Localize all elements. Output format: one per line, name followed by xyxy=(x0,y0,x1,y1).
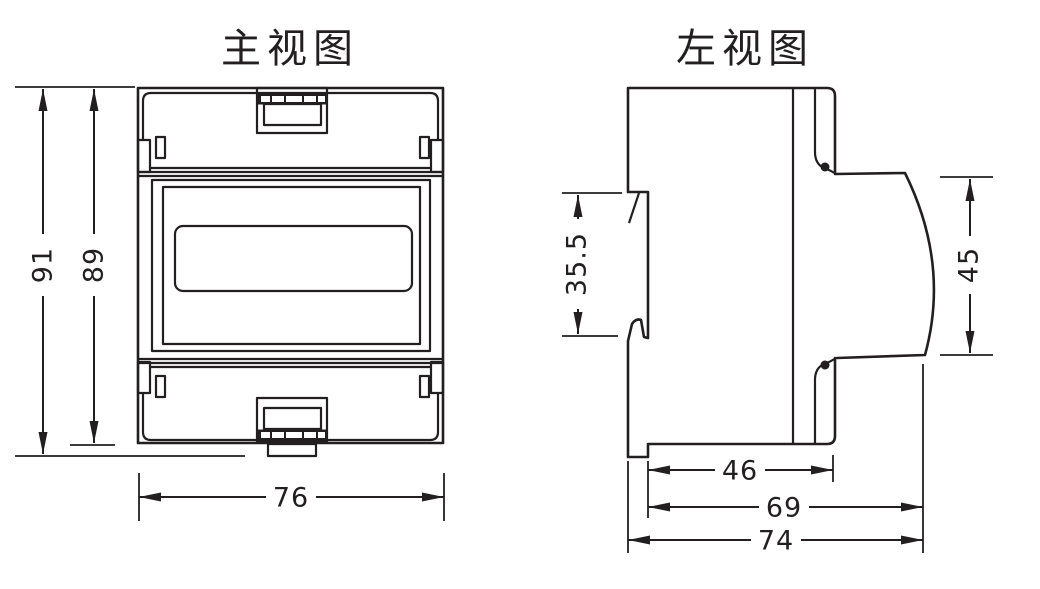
left-bottom-cover-hook xyxy=(813,358,835,444)
dim-label-cover-depth: 46 xyxy=(722,456,758,487)
left-view-drawing xyxy=(626,86,936,459)
top-seal-screw-dot xyxy=(820,162,830,172)
front-side-step xyxy=(136,138,152,174)
dim-label-rail-notch: 35.5 xyxy=(562,232,593,296)
text-mask xyxy=(81,234,107,296)
left-body-outline xyxy=(626,86,936,459)
front-top-latch xyxy=(255,86,329,135)
front-side-step xyxy=(136,360,152,395)
dim-label-width: 76 xyxy=(273,483,309,514)
front-seal-slot xyxy=(418,135,431,160)
dim-label-body-height: 89 xyxy=(79,247,110,283)
latch-rib-cell xyxy=(261,432,270,438)
latch-rib-cell xyxy=(318,432,325,438)
bottom-seal-screw-dot xyxy=(820,360,830,370)
text-mask xyxy=(564,219,591,309)
lcd-window xyxy=(173,224,414,293)
text-mask xyxy=(266,485,316,510)
front-view-title: 主视图 xyxy=(221,26,359,72)
front-bottom-tab xyxy=(266,442,318,458)
front-seal-slot xyxy=(154,135,167,160)
front-side-step xyxy=(429,360,445,395)
left-view-title: 左视图 xyxy=(676,26,814,72)
dim-label-body-depth: 69 xyxy=(766,493,802,524)
front-face-frame-inner xyxy=(161,185,422,346)
front-seal-slot xyxy=(154,374,167,399)
latch-rib-cell xyxy=(304,96,316,102)
front-seal-slot xyxy=(418,374,431,399)
text-mask xyxy=(759,495,809,520)
front-top-latch-window xyxy=(262,102,323,127)
latch-rib-cell xyxy=(272,96,284,102)
text-mask xyxy=(715,458,765,483)
latch-rib-cell xyxy=(272,432,284,438)
latch-rib-cell xyxy=(304,432,316,438)
text-mask xyxy=(30,234,56,296)
dimension-lines xyxy=(38,89,975,545)
latch-rib-cell xyxy=(261,96,270,102)
dim-label-overall-height: 91 xyxy=(28,247,59,283)
front-bottom-latch-window xyxy=(262,406,323,431)
latch-rib-cell xyxy=(286,432,302,438)
front-outer-case xyxy=(136,86,445,445)
front-top-cover xyxy=(141,91,440,140)
latch-rib-cell xyxy=(318,96,325,102)
text-mask xyxy=(956,236,983,294)
left-top-cover-hook xyxy=(813,88,835,174)
dim-label-overall-depth: 74 xyxy=(758,526,794,557)
front-view-drawing xyxy=(136,86,445,458)
dimension-text-masks xyxy=(30,219,983,553)
front-face-frame-outer xyxy=(150,178,432,353)
front-bottom-latch xyxy=(255,396,329,444)
front-side-step xyxy=(429,138,445,174)
text-mask xyxy=(751,528,801,553)
rail-slot-lip xyxy=(627,192,641,224)
dim-label-front-face: 45 xyxy=(954,247,985,283)
latch-rib-cell xyxy=(286,96,302,102)
